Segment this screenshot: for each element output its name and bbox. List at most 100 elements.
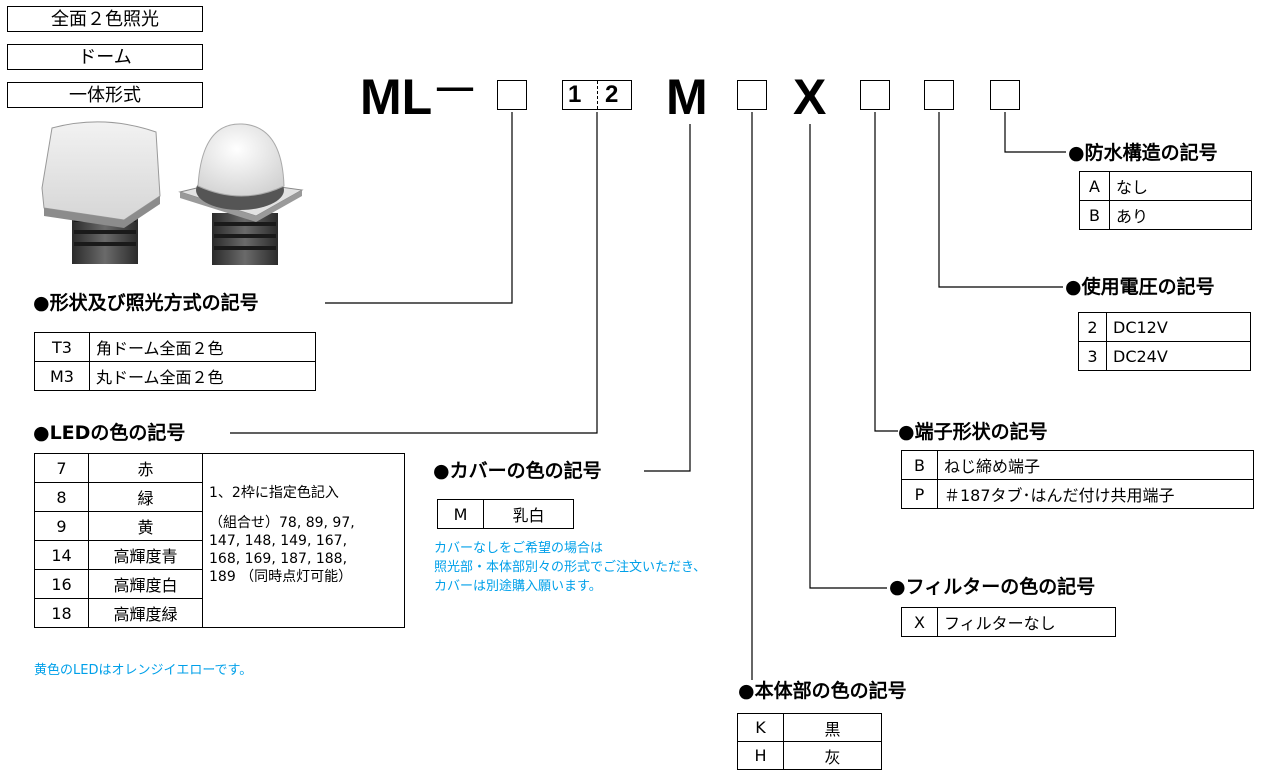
led-code: 9 — [34, 511, 89, 541]
waterproof-table: A なし B あり — [1079, 171, 1252, 230]
filter-heading: ●フィルターの色の記号 — [889, 576, 1096, 598]
product-image — [41, 121, 304, 265]
round-dome-switch — [178, 123, 304, 265]
voltage-value: DC12V — [1106, 312, 1251, 342]
cover-note-line: 照光部・本体部別々の形式でご注文いただき、 — [434, 560, 707, 575]
terminal-desc: ねじ締め端子 — [937, 450, 1254, 480]
table-row: M 乳白 — [437, 499, 574, 529]
code-box-terminal — [860, 80, 890, 110]
table-row: K 黒 — [737, 713, 882, 742]
code-letter-x: X — [793, 69, 827, 125]
leader-led — [230, 112, 598, 434]
code-fixed-1: 1 — [568, 81, 582, 108]
table-row: 16 高輝度白 — [34, 569, 405, 599]
led-code: 16 — [34, 569, 89, 599]
waterproof-heading: ●防水構造の記号 — [1068, 142, 1218, 164]
led-color: 赤 — [88, 453, 203, 483]
table-row: 18 高輝度緑 — [34, 598, 405, 628]
body-color-name: 灰 — [783, 741, 882, 770]
voltage-table: 2 DC12V 3 DC24V — [1078, 312, 1251, 371]
table-row: 9 黄 — [34, 511, 405, 541]
filter-table: X フィルターなし — [901, 607, 1116, 637]
table-row: T3 角ドーム全面２色 — [34, 332, 316, 362]
leader-cover — [644, 124, 691, 472]
shape-table: T3 角ドーム全面２色 M3 丸ドーム全面２色 — [34, 332, 316, 391]
tag-two-color-full: 全面２色照光 — [7, 6, 203, 32]
table-row: 7 赤 1、2枠に指定色記入 （組合せ）78, 89, 97, 147, 148… — [34, 453, 405, 628]
voltage-code: 2 — [1078, 312, 1107, 342]
tag-one-piece: 一体形式 — [7, 82, 203, 108]
table-row: 14 高輝度青 — [34, 540, 405, 570]
led-code: 18 — [34, 598, 89, 628]
table-row: A なし — [1079, 171, 1252, 201]
led-code: 8 — [34, 482, 89, 512]
leader-waterproof — [1004, 112, 1066, 153]
cover-note-line: カバーなしをご希望の場合は — [434, 541, 604, 556]
cover-code: M — [437, 499, 484, 529]
table-row: H 灰 — [737, 741, 882, 770]
table-row: 2 DC12V — [1078, 312, 1251, 342]
code-prefix: ML — [360, 69, 433, 125]
leader-voltage — [938, 112, 1063, 288]
cover-heading: ●カバーの色の記号 — [433, 460, 602, 482]
led-heading: ●LEDの色の記号 — [33, 422, 186, 444]
led-footnote: 黄色のLEDはオレンジイエローです。 — [34, 663, 253, 678]
terminal-code: B — [901, 450, 938, 480]
body-color-heading: ●本体部の色の記号 — [738, 680, 907, 702]
code-box-waterproof — [990, 80, 1020, 110]
leader-shape — [325, 112, 513, 304]
table-row: M3 丸ドーム全面２色 — [34, 361, 316, 391]
waterproof-code: B — [1079, 200, 1110, 230]
leader-terminal — [874, 112, 898, 432]
table-row: B ねじ締め端子 — [901, 450, 1254, 480]
cover-table: M 乳白 — [437, 499, 574, 529]
code-dash: － — [430, 63, 480, 119]
table-row: P ＃187タブ･はんだ付け共用端子 — [901, 479, 1254, 509]
led-note-line: 168, 169, 187, 188, — [209, 551, 348, 567]
terminal-desc: ＃187タブ･はんだ付け共用端子 — [937, 479, 1254, 509]
leader-filter — [809, 124, 887, 589]
code-box-body — [737, 80, 767, 110]
table-row: 3 DC24V — [1078, 341, 1251, 371]
led-table: 7 赤 1、2枠に指定色記入 （組合せ）78, 89, 97, 147, 148… — [34, 453, 405, 628]
voltage-heading: ●使用電圧の記号 — [1065, 276, 1215, 298]
voltage-value: DC24V — [1106, 341, 1251, 371]
led-note-line: 189 （同時点灯可能） — [209, 569, 353, 585]
waterproof-code: A — [1079, 171, 1110, 201]
voltage-code: 3 — [1078, 341, 1107, 371]
led-code: 7 — [34, 453, 89, 483]
led-box-divider — [597, 81, 598, 109]
shape-code: T3 — [34, 332, 90, 362]
table-row: B あり — [1079, 200, 1252, 230]
waterproof-desc: あり — [1109, 200, 1252, 230]
shape-code: M3 — [34, 361, 90, 391]
led-code: 14 — [34, 540, 89, 570]
body-color-code: H — [737, 741, 784, 770]
tag-dome: ドーム — [7, 44, 203, 70]
led-color: 高輝度青 — [88, 540, 203, 570]
filter-code: X — [901, 607, 938, 637]
cover-color: 乳白 — [483, 499, 574, 529]
filter-desc: フィルターなし — [937, 607, 1116, 637]
cover-note-line: カバーは別途購入願います。 — [434, 579, 602, 594]
led-color: 黄 — [88, 511, 203, 541]
led-note-line: （組合せ）78, 89, 97, — [209, 515, 355, 531]
shape-heading: ●形状及び照光方式の記号 — [33, 292, 259, 314]
led-color: 緑 — [88, 482, 203, 512]
terminal-heading: ●端子形状の記号 — [898, 421, 1048, 443]
code-box-shape — [497, 80, 527, 110]
led-combination-note: 1、2枠に指定色記入 （組合せ）78, 89, 97, 147, 148, 14… — [202, 453, 405, 628]
led-note-line: 147, 148, 149, 167, — [209, 533, 348, 549]
led-color: 高輝度緑 — [88, 598, 203, 628]
led-note-line: 1、2枠に指定色記入 — [209, 485, 339, 501]
terminal-code: P — [901, 479, 938, 509]
terminal-table: B ねじ締め端子 P ＃187タブ･はんだ付け共用端子 — [901, 450, 1254, 509]
body-color-code: K — [737, 713, 784, 742]
body-color-table: K 黒 H 灰 — [737, 713, 882, 770]
body-color-name: 黒 — [783, 713, 882, 742]
shape-desc: 丸ドーム全面２色 — [89, 361, 316, 391]
led-color: 高輝度白 — [88, 569, 203, 599]
square-dome-switch — [41, 121, 161, 264]
code-letter-m: M — [666, 69, 708, 125]
